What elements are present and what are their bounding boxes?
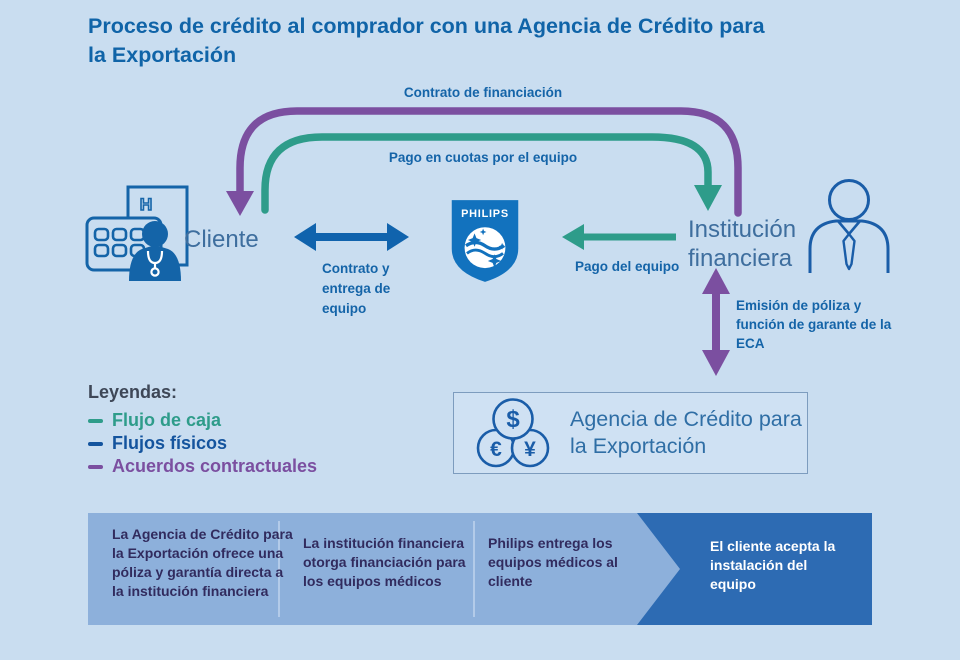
sparkle-icon (498, 242, 506, 250)
eca-box: $ € ¥ Agencia de Crédito para la Exporta… (453, 392, 808, 474)
step-divider (278, 521, 280, 617)
equipment-payment-arrow (562, 224, 676, 250)
legend-title: Leyendas: (88, 382, 178, 402)
legend-item-label: Flujo de caja (112, 410, 222, 430)
page-title: Proceso de crédito al comprador con una … (88, 14, 765, 67)
highlight-chevron-shape (637, 513, 872, 625)
policy-issuance-arrow (702, 268, 730, 376)
hospital-doctor-icon: H (85, 185, 189, 281)
dollar-symbol: $ (506, 406, 520, 433)
star-icon (487, 254, 502, 268)
legend-item-physical: Flujos físicos (88, 432, 317, 455)
installment-payment-label: Pago en cuotas por el equipo (388, 150, 578, 165)
contract-financing-label: Contrato de financiación (403, 85, 563, 100)
sparkle-icon (479, 228, 487, 236)
philips-shield-logo: PHILIPS (451, 200, 519, 282)
contract-delivery-arrow (294, 223, 409, 251)
tie-shape (842, 232, 856, 271)
step-3: Philips entrega los equipos médicos al c… (488, 535, 618, 589)
step-divider (473, 521, 475, 617)
installment-payment-arrow (261, 133, 722, 214)
step-1: La Agencia de Crédito para la Exportació… (112, 526, 293, 599)
doctor-figure (129, 221, 181, 281)
equipment-payment-label: Pago del equipo (575, 259, 680, 274)
step-4: El cliente acepta la instalación del equ… (710, 538, 836, 592)
legend-item-label: Flujos físicos (112, 433, 228, 453)
legend: Leyendas: Flujo de caja Flujos físicos A… (88, 382, 317, 478)
contract-delivery-label: Contrato y entrega de equipo (322, 261, 391, 316)
client-label: Cliente (184, 226, 259, 253)
star-icon (467, 233, 482, 247)
legend-item-contractual: Acuerdos contractuales (88, 455, 317, 478)
eca-label: Agencia de Crédito para la Exportación (570, 407, 802, 458)
currency-circles-icon: $ € ¥ (476, 398, 550, 468)
process-steps-bar: La Agencia de Crédito para la Exportació… (88, 513, 872, 625)
legend-item-label: Acuerdos contractuales (112, 456, 318, 476)
legend-item-cash: Flujo de caja (88, 409, 317, 432)
contractual-dash-icon (88, 464, 103, 469)
euro-symbol: € (490, 438, 502, 461)
step-2: La institución financiera otorga financi… (303, 535, 466, 589)
financial-institution-label: Institución financiera (688, 216, 797, 272)
policy-issuance-label: Emisión de póliza y función de garante d… (736, 298, 892, 351)
physical-flow-dash-icon (88, 441, 103, 446)
yen-symbol: ¥ (524, 438, 536, 461)
business-person-icon (808, 179, 890, 273)
hospital-letter: H (140, 195, 152, 214)
philips-wordmark: PHILIPS (461, 208, 509, 220)
contract-financing-arrow (226, 107, 742, 217)
cash-flow-dash-icon (88, 418, 103, 423)
